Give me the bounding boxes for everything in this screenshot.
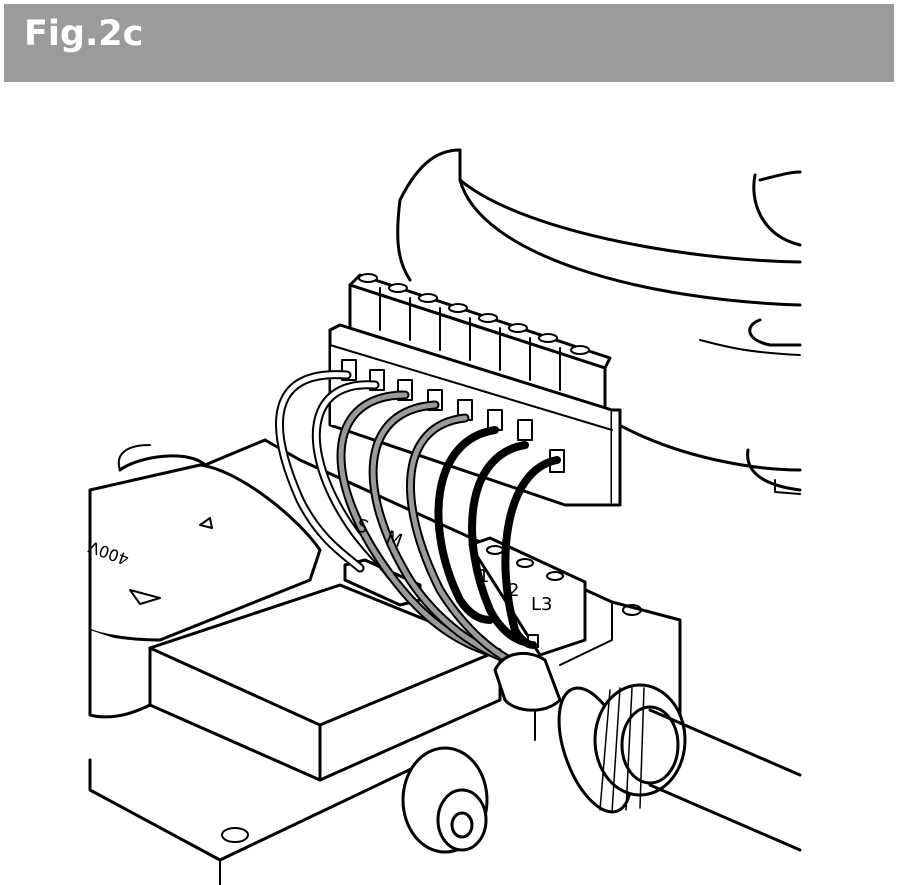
wire-black-2 xyxy=(468,441,529,646)
wire-black-1 xyxy=(434,426,499,624)
cable-gland xyxy=(557,683,802,852)
mounting-boss xyxy=(401,746,489,854)
wire-gray-2 xyxy=(368,400,515,665)
cable-sheath xyxy=(493,651,562,712)
junction-box xyxy=(88,438,682,885)
wire-black-3 xyxy=(501,456,561,649)
terminal-label-l3: L3 xyxy=(531,594,552,615)
wire-gray-1 xyxy=(336,390,505,660)
figure-title: Fig.2c xyxy=(24,14,144,54)
wire-light-1 xyxy=(275,370,365,573)
terminal-label-2: 2 xyxy=(508,580,519,601)
figure-header-bar: Fig.2c xyxy=(4,4,894,82)
left-knob xyxy=(117,444,151,471)
wire-gray-3 xyxy=(405,413,525,670)
motor-housing xyxy=(396,148,802,495)
left-cover-plate xyxy=(88,463,322,719)
relay-module xyxy=(148,583,502,782)
terminal-label-m: M xyxy=(383,527,405,552)
terminal-label-1: 1 xyxy=(478,566,489,587)
